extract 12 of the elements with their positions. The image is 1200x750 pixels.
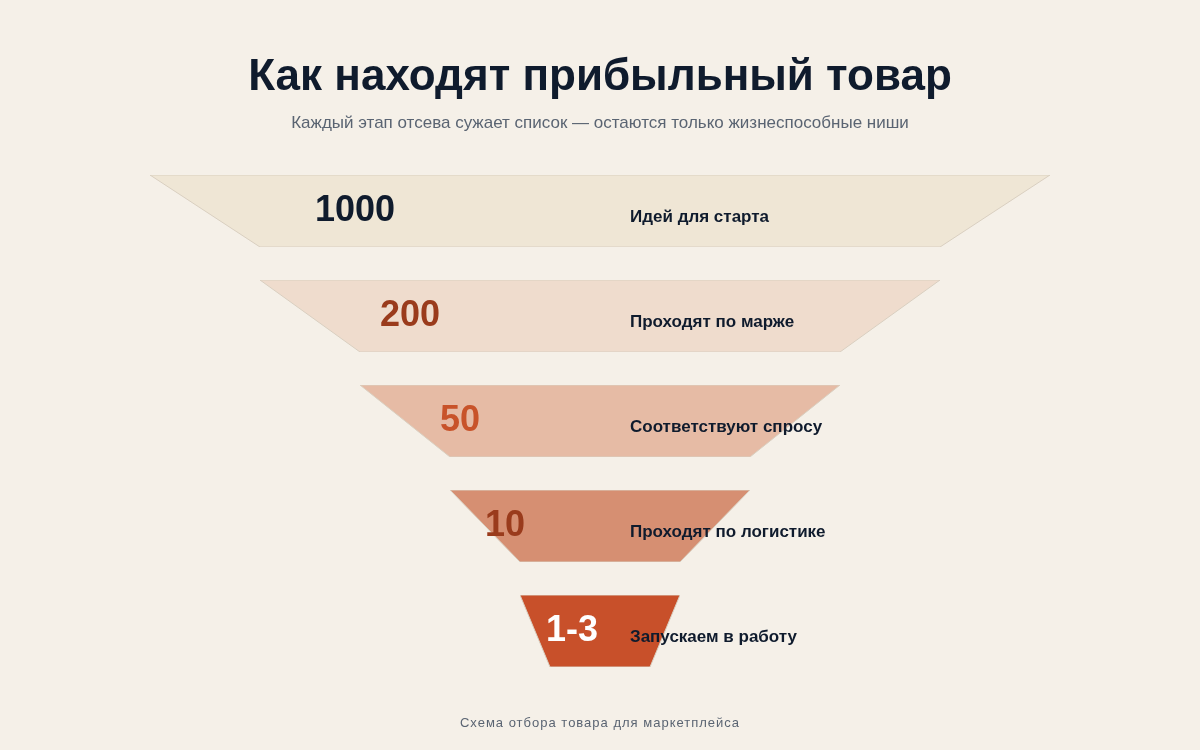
stage-label: Соответствуют спросу [630, 417, 823, 437]
stage-count: 10 [485, 504, 525, 544]
stage-count: 1000 [314, 189, 396, 229]
stage-label: Идей для старта [630, 207, 770, 227]
diagram-title: Как находят прибыльный товар [247, 50, 953, 100]
caption: Схема отбора товара для маркетплейса [458, 715, 742, 730]
stage-label: Проходят по марже [630, 312, 795, 332]
stage-count: 50 [440, 399, 480, 439]
stage-count: 1-3 [546, 609, 598, 649]
subtitle: Каждый этап отсева сужает список — остаются только жизнеспособные ниши [290, 113, 910, 133]
stage-count: 200 [379, 294, 441, 334]
stage-label: Проходят по логистике [630, 522, 826, 542]
